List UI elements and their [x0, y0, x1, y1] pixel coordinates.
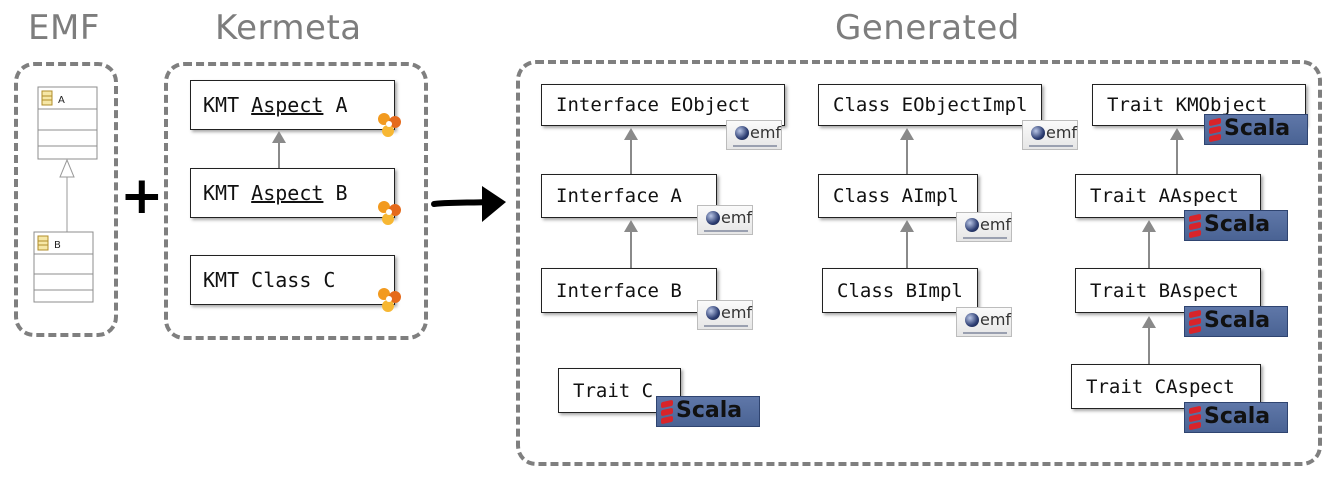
inheritance-arrow-icon	[624, 220, 638, 232]
class-bimpl-box: Class BImpl	[822, 268, 978, 313]
inheritance-line	[630, 136, 632, 174]
aspect-keyword: Aspect	[251, 181, 324, 205]
scala-logo-icon: Scala	[656, 396, 760, 427]
inheritance-line	[278, 142, 280, 168]
kermeta-group	[164, 62, 428, 340]
emf-class-a-label: A	[58, 95, 65, 106]
scala-logo-icon: Scala	[1204, 114, 1308, 145]
trait-baspect-box: Trait BAspect	[1075, 268, 1261, 313]
aspect-name: B	[323, 181, 348, 205]
aspect-keyword: Aspect	[251, 93, 324, 117]
scala-logo-icon: Scala	[1184, 210, 1288, 241]
emf-logo-icon: emf	[956, 307, 1012, 337]
kmt-class-c-box: KMT Class C	[190, 255, 395, 305]
interface-a-box: Interface A	[541, 174, 717, 218]
emf-class-b-label: B	[54, 240, 61, 251]
class-eobjectimpl-box: Class EObjectImpl	[818, 84, 1042, 126]
kmt-aspect-a-box: KMT Aspect A	[190, 80, 395, 130]
kmt-class-c-label: KMT Class C	[203, 268, 336, 292]
inheritance-arrow-icon	[1170, 128, 1184, 140]
generated-heading: Generated	[835, 8, 1020, 48]
emf-logo-icon: emf	[697, 205, 753, 235]
inheritance-arrow-icon	[624, 128, 638, 140]
emf-logo-icon: emf	[956, 212, 1012, 242]
aspect-name: A	[323, 93, 348, 117]
inheritance-line	[906, 136, 908, 174]
kermeta-logo-icon	[378, 201, 401, 225]
inheritance-arrow-icon	[1142, 220, 1156, 232]
scala-logo-icon: Scala	[1184, 402, 1288, 433]
interface-eobject-box: Interface EObject	[541, 84, 785, 126]
inheritance-line	[1148, 228, 1150, 268]
trait-caspect-box: Trait CAspect	[1071, 364, 1261, 409]
kermeta-logo-icon	[378, 113, 401, 137]
class-aimpl-box: Class AImpl	[818, 174, 978, 218]
generated-group	[516, 60, 1322, 466]
kermeta-logo-icon	[378, 288, 401, 312]
emf-logo-icon: emf	[726, 120, 782, 150]
emf-group	[14, 62, 118, 337]
interface-b-box: Interface B	[541, 268, 717, 313]
kermeta-heading: Kermeta	[215, 8, 362, 48]
inheritance-line	[630, 228, 632, 268]
emf-logo-icon: emf	[697, 300, 753, 330]
inheritance-arrow-icon	[59, 158, 75, 178]
kmt-prefix: KMT	[203, 93, 252, 117]
inheritance-arrow-icon	[900, 220, 914, 232]
inheritance-line	[1148, 324, 1150, 364]
inheritance-line	[1176, 136, 1178, 174]
inheritance-line	[906, 228, 908, 268]
emf-heading: EMF	[28, 8, 100, 48]
class-icon	[37, 235, 49, 251]
plus-operator: +	[120, 166, 164, 226]
inheritance-arrow-icon	[900, 128, 914, 140]
kmt-aspect-b-box: KMT Aspect B	[190, 168, 395, 218]
emf-uml-model: A B	[33, 86, 98, 303]
class-icon	[41, 90, 53, 106]
right-arrow-icon	[431, 186, 506, 222]
emf-logo-icon: emf	[1022, 120, 1078, 150]
inheritance-arrow-icon	[1142, 316, 1156, 328]
kmt-prefix: KMT	[203, 181, 252, 205]
scala-logo-icon: Scala	[1184, 306, 1288, 337]
inheritance-arrow-icon	[272, 131, 286, 143]
